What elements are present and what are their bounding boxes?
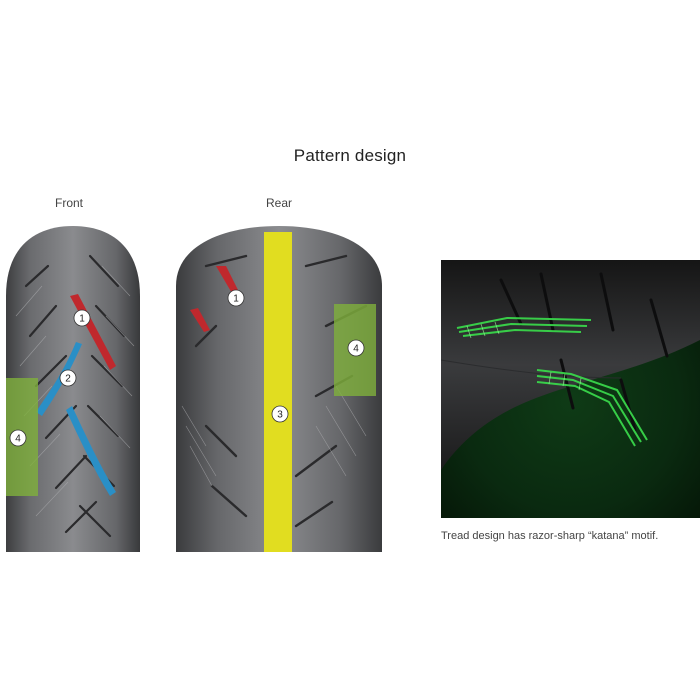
katana-glow-motif: [456, 316, 648, 447]
front-blue-groove-lower: [66, 406, 116, 496]
svg-text:1: 1: [79, 314, 85, 325]
svg-text:4: 4: [353, 344, 359, 355]
rear-tire-image: 1 3 4: [176, 226, 382, 552]
front-tire-image: 1 2 4: [6, 226, 140, 552]
rear-callout-3: 3: [271, 405, 289, 423]
svg-text:3: 3: [277, 410, 283, 421]
rear-tire-label: Rear: [266, 196, 293, 210]
photo-caption: Tread design has razor-sharp “katana” mo…: [441, 530, 659, 542]
front-callout-2: 2: [59, 369, 77, 387]
page-title: Pattern design: [293, 146, 407, 165]
svg-text:4: 4: [15, 434, 21, 445]
rear-callout-4: 4: [347, 339, 365, 357]
katana-tread-photo: [441, 260, 700, 518]
front-callout-4: 4: [9, 429, 27, 447]
svg-text:1: 1: [233, 294, 239, 305]
front-callout-1: 1: [73, 309, 91, 327]
front-blue-groove-upper: [36, 342, 82, 416]
svg-text:2: 2: [65, 374, 71, 385]
front-tire-label: Front: [55, 196, 84, 210]
rear-callout-1: 1: [227, 289, 245, 307]
rear-yellow-center-zone: [264, 232, 292, 552]
rear-red-groove-lower: [190, 308, 210, 332]
